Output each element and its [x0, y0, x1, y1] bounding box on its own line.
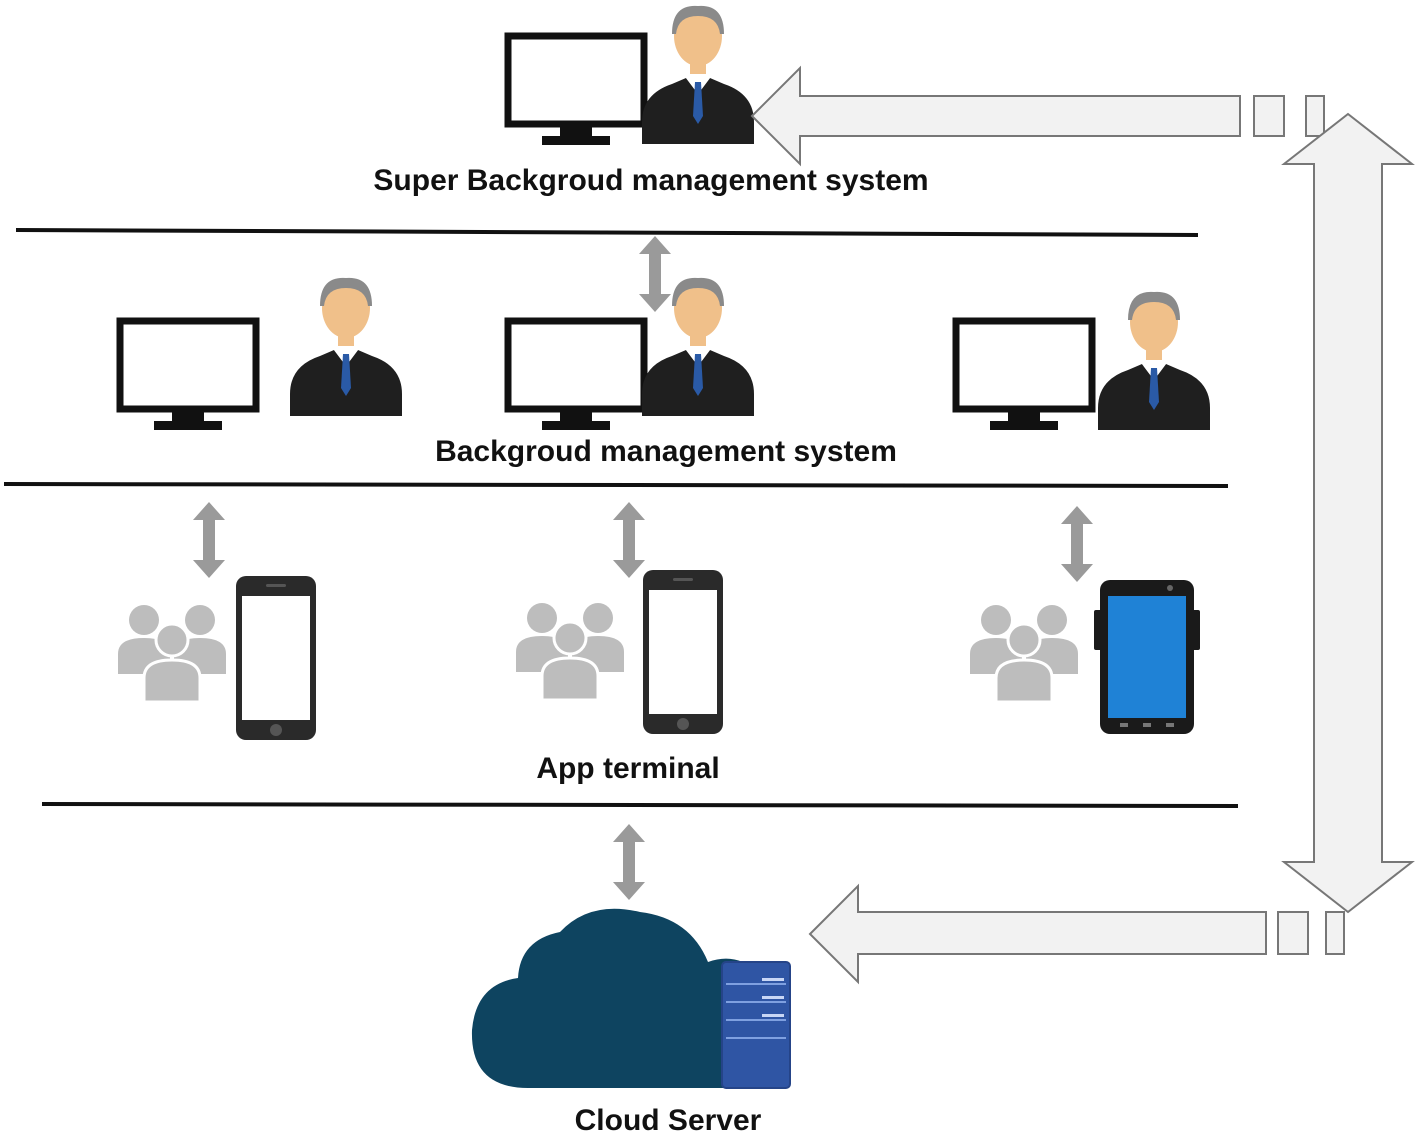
- monitor-icon: [508, 36, 644, 145]
- users-group-icon: [514, 601, 626, 702]
- manager-icon: [642, 5, 754, 144]
- monitor-icon: [508, 321, 644, 430]
- manager-icon: [1098, 291, 1210, 430]
- double-arrow-icon: [639, 236, 671, 312]
- arrow-to-super-admin: [750, 65, 1325, 167]
- admin-node-center: [508, 277, 754, 430]
- server-icon: [721, 961, 791, 1089]
- app-node-center: [514, 570, 723, 734]
- smartphone-icon: [643, 570, 723, 734]
- double-arrow-icon: [613, 824, 645, 900]
- users-group-icon: [968, 603, 1080, 704]
- admin-node-left: [120, 277, 402, 430]
- monitor-icon: [120, 321, 256, 430]
- tablet-icon: [1094, 580, 1200, 734]
- app-node-left: [116, 576, 316, 740]
- double-arrow-icon: [193, 502, 225, 578]
- divider-line: [41, 802, 1239, 808]
- divider-line: [15, 228, 1199, 237]
- app-terminal-label: App terminal: [536, 752, 719, 785]
- manager-icon: [290, 277, 402, 416]
- double-arrow-icon: [613, 502, 645, 578]
- admin-label: Backgroud management system: [435, 435, 897, 468]
- arrow-to-cloud-server: [808, 883, 1345, 985]
- users-group-icon: [116, 603, 228, 704]
- cloud-server-label: Cloud Server: [575, 1104, 762, 1137]
- admin-node-right: [956, 291, 1210, 430]
- divider-line: [3, 482, 1229, 488]
- vertical-double-arrow: [1281, 112, 1415, 914]
- app-node-right: [968, 580, 1200, 734]
- smartphone-icon: [236, 576, 316, 740]
- super-admin-node: [508, 5, 754, 145]
- double-arrow-icon: [1061, 506, 1093, 582]
- monitor-icon: [956, 321, 1092, 430]
- cloud-icon: [471, 908, 758, 1088]
- super-admin-label: Super Backgroud management system: [373, 164, 928, 197]
